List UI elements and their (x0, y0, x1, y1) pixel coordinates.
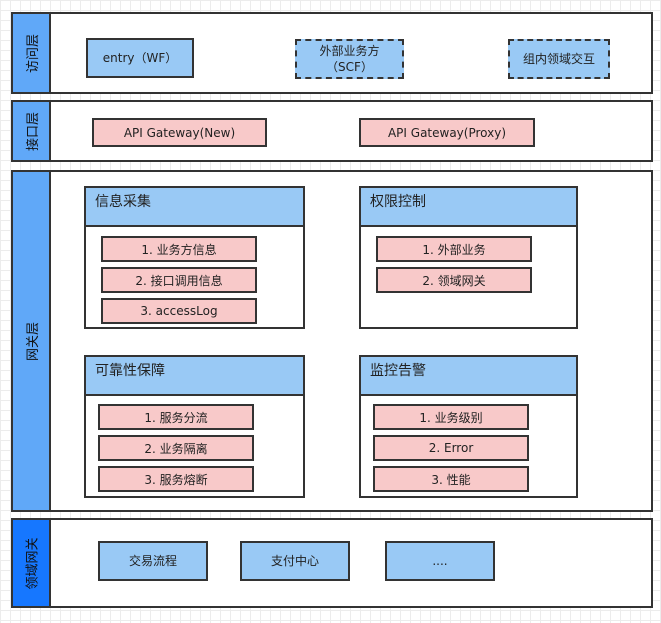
info-collection-item: 3. accessLog (101, 298, 257, 324)
more-domains-box: .... (385, 541, 495, 581)
monitoring-item: 1. 业务级别 (373, 404, 529, 430)
payment-center-box: 支付中心 (240, 541, 350, 581)
access-control-item: 1. 外部业务 (376, 236, 532, 262)
internal-domain-box: 组内领域交互 (508, 39, 610, 79)
api-gateway-new-box: API Gateway(New) (92, 118, 267, 147)
reliability-item: 1. 服务分流 (98, 404, 254, 430)
gateway-layer-label: 网关层 (13, 172, 51, 510)
entry-wf-box: entry（WF） (86, 38, 194, 78)
api-gateway-proxy-box: API Gateway(Proxy) (359, 118, 535, 147)
reliability-title: 可靠性保障 (84, 355, 305, 396)
monitoring-title: 监控告警 (359, 355, 578, 396)
monitoring-item: 2. Error (373, 435, 529, 461)
reliability-item: 2. 业务隔离 (98, 435, 254, 461)
info-collection-item: 2. 接口调用信息 (101, 267, 257, 293)
reliability-item: 3. 服务熔断 (98, 466, 254, 492)
external-business-box: 外部业务方 （SCF） (295, 39, 404, 79)
access-layer-label: 访问层 (13, 14, 51, 92)
access-control-title: 权限控制 (359, 186, 578, 227)
info-collection-item: 1. 业务方信息 (101, 236, 257, 262)
trade-flow-box: 交易流程 (98, 541, 208, 581)
interface-layer-label: 接口层 (13, 102, 51, 160)
domain-gateway-label: 领域网关 (13, 520, 51, 606)
access-control-item: 2. 领域网关 (376, 267, 532, 293)
info-collection-title: 信息采集 (84, 186, 305, 227)
monitoring-item: 3. 性能 (373, 466, 529, 492)
